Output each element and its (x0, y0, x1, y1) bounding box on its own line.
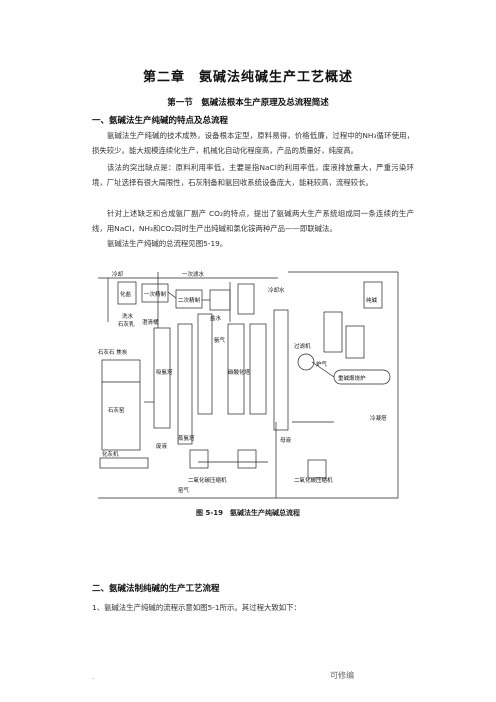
paragraph-3: 针对上述缺乏和合成氨厂副产 CO₂的特点，提出了氨碱两大生产系统组成同一条连续的… (92, 209, 414, 233)
diagram-label: 化盐 (120, 290, 132, 298)
footer-text: 可修编 (330, 671, 354, 680)
salt-dissolver-box (117, 281, 137, 305)
diagram-label: 冷却水 (268, 286, 285, 294)
diagram-label: 蒸氨塔 (178, 434, 195, 442)
diagram-label: 二氧化碳压缩机 (188, 476, 227, 484)
subsection-heading-1: 一、氨碱法生产纯碱的特点及总流程 (92, 116, 229, 126)
paragraph-1: 氨碱法生产纯碱的技术成熟，设备根本定型，原料易得，价格低廉，过程中的NH₃循环使… (92, 131, 414, 155)
diagram-label: 碳酸化塔 (228, 368, 251, 376)
diagram-label: 冷凝塔 (370, 414, 387, 422)
paragraph-2: 该法的突出缺点是：原料利用率低，主要是指NaCl的利用率低，废液排放量大，严重污… (92, 163, 414, 187)
diagram-label: 石灰乳 (118, 320, 135, 328)
lime-kiln (101, 359, 141, 451)
diagram-label: 一次精制 (144, 290, 167, 298)
ammonia-absorber (153, 327, 171, 429)
diagram-label: 洗水 (122, 312, 134, 320)
diagram-label: 冷却 (112, 270, 124, 278)
diagram-label: 盐水 (210, 314, 222, 322)
diagram-label: 一次滤水 (182, 270, 205, 278)
step-paragraph: 1、氨碱法生产纯碱的流程示意如图5-1所示。其过程大致如下： (92, 603, 301, 612)
diagram-label: 澄清桶 (142, 318, 159, 326)
diagram-label: 二次精制 (178, 296, 201, 304)
figure-caption: 图 5-19 氨碱法生产纯碱总流程 (196, 509, 300, 517)
diagram-label: 化灰机 (102, 450, 119, 458)
process-flow-diagram: 冷却 一次滤水 化盐 一次精制 二次精制 石灰石 焦炭 石灰窑 化灰机 吸氨塔 … (98, 270, 399, 499)
diagram-label: 过滤机 (294, 342, 311, 350)
diagram-label: 吸氨塔 (156, 368, 173, 376)
section-title: 第一节 氨碱法根本生产原理及总流程简述 (167, 98, 329, 108)
diagram-label: 氨气 (214, 336, 226, 344)
diagram-label: 窑气 (178, 486, 190, 494)
chapter-title: 第二章 氨碱法纯碱生产工艺概述 (142, 70, 353, 85)
diagram-label: 二氧化碳压缩机 (294, 476, 333, 484)
vacuum-filter (297, 353, 315, 371)
carbonation-tower (227, 323, 245, 415)
footer-dot: . (92, 672, 95, 681)
diagram-label: 石灰窑 (108, 406, 125, 414)
diagram-label: 石灰石 焦炭 (98, 348, 128, 356)
diagram-label: 母液 (280, 436, 292, 444)
diagram-label: 纯碱 (366, 296, 378, 304)
diagram-label: 废液 (156, 442, 168, 450)
diagram-label: 重碱煅烧炉 (338, 374, 366, 382)
subsection-heading-2: 二、氨碱法制纯碱的生产工艺流程 (92, 584, 220, 594)
paragraph-4: 氨碱法生产纯碱的总流程见图5-19。 (107, 239, 228, 248)
diagram-label: 炉气 (316, 360, 328, 368)
